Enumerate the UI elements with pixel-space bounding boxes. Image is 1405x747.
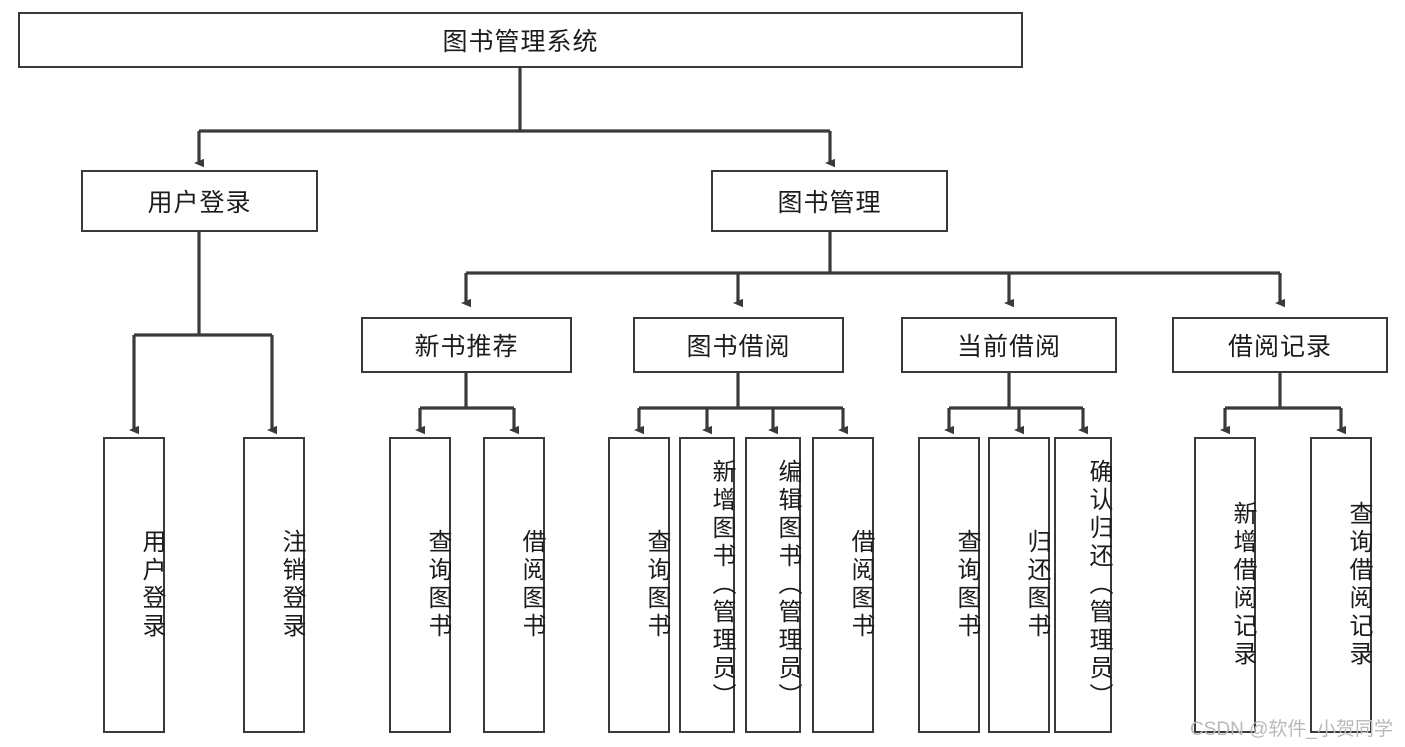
- node-root[interactable]: 图书管理系统: [18, 12, 1023, 68]
- node-leaf-query-record[interactable]: 查询借阅记录: [1310, 437, 1372, 733]
- node-leaf-query-book-3-label: 查询图书: [953, 529, 980, 641]
- node-leaf-query-record-label: 查询借阅记录: [1345, 501, 1372, 669]
- node-leaf-add-record-label: 新增借阅记录: [1229, 501, 1256, 669]
- node-leaf-confirm-return[interactable]: 确认归还（管理员）: [1054, 437, 1112, 733]
- node-leaf-return-book[interactable]: 归还图书: [988, 437, 1050, 733]
- node-leaf-add-record[interactable]: 新增借阅记录: [1194, 437, 1256, 733]
- node-leaf-add-book[interactable]: 新增图书（管理员）: [679, 437, 735, 733]
- node-user-login-label: 用户登录: [147, 189, 252, 217]
- node-borrow-record-label: 借阅记录: [1227, 333, 1332, 361]
- node-leaf-borrow-book-1[interactable]: 借阅图书: [483, 437, 545, 733]
- node-leaf-confirm-return-label: 确认归还（管理员）: [1085, 459, 1112, 711]
- node-leaf-borrow-book-2-label: 借阅图书: [847, 529, 874, 641]
- node-leaf-query-book-2-label: 查询图书: [643, 529, 670, 641]
- node-leaf-borrow-book-1-label: 借阅图书: [518, 529, 545, 641]
- node-new-book-recommend-label: 新书推荐: [414, 333, 519, 361]
- node-leaf-query-book-1[interactable]: 查询图书: [389, 437, 451, 733]
- node-leaf-user-login[interactable]: 用户登录: [103, 437, 165, 733]
- node-current-borrow[interactable]: 当前借阅: [901, 317, 1117, 373]
- node-leaf-query-book-1-label: 查询图书: [424, 529, 451, 641]
- node-book-borrow-label: 图书借阅: [686, 333, 791, 361]
- node-book-borrow[interactable]: 图书借阅: [633, 317, 844, 373]
- node-leaf-query-book-2[interactable]: 查询图书: [608, 437, 670, 733]
- node-leaf-logout-login-label: 注销登录: [278, 529, 305, 641]
- node-user-login[interactable]: 用户登录: [81, 170, 318, 232]
- node-leaf-user-login-label: 用户登录: [138, 529, 165, 641]
- node-leaf-return-book-label: 归还图书: [1023, 529, 1050, 641]
- node-leaf-edit-book[interactable]: 编辑图书（管理员）: [745, 437, 801, 733]
- node-leaf-borrow-book-2[interactable]: 借阅图书: [812, 437, 874, 733]
- node-borrow-record[interactable]: 借阅记录: [1172, 317, 1388, 373]
- watermark: CSDN @软件_小贺同学: [1190, 719, 1393, 740]
- node-current-borrow-label: 当前借阅: [956, 333, 1061, 361]
- node-new-book-recommend[interactable]: 新书推荐: [361, 317, 572, 373]
- node-leaf-query-book-3[interactable]: 查询图书: [918, 437, 980, 733]
- node-leaf-add-book-label: 新增图书（管理员）: [708, 459, 735, 711]
- node-book-manage[interactable]: 图书管理: [711, 170, 948, 232]
- node-leaf-logout-login[interactable]: 注销登录: [243, 437, 305, 733]
- node-book-manage-label: 图书管理: [777, 189, 882, 217]
- node-root-label: 图书管理系统: [442, 28, 599, 56]
- node-leaf-edit-book-label: 编辑图书（管理员）: [774, 459, 801, 711]
